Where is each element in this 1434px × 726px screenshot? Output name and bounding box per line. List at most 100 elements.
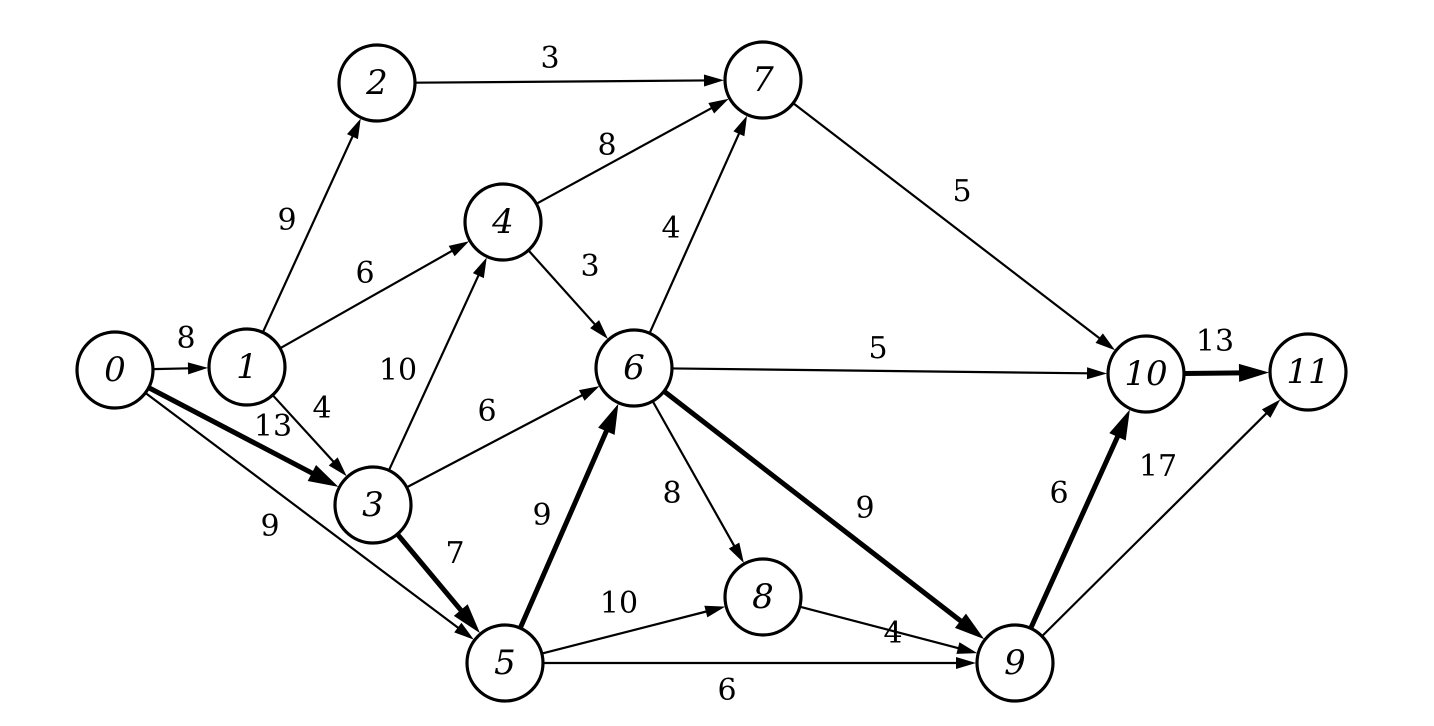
edge-line xyxy=(798,605,961,650)
arrowhead xyxy=(448,241,470,257)
edge-line xyxy=(144,391,461,630)
nodes-layer: 0 1 2 3 4 5 6 7 8 9 10 11 xyxy=(75,40,1348,703)
edge-6-9 xyxy=(661,388,985,640)
edge-weight-label: 3 xyxy=(580,249,599,284)
arrowhead xyxy=(307,465,339,487)
edge-line xyxy=(670,367,1091,375)
arrowhead xyxy=(454,622,474,640)
node-circle xyxy=(207,327,287,407)
edge-7-10 xyxy=(792,102,1116,351)
node-circle xyxy=(337,43,417,123)
node-circle xyxy=(465,623,545,703)
node-label: 2 xyxy=(365,63,388,103)
edge-weight-label: 4 xyxy=(883,616,902,651)
edge-line xyxy=(387,272,481,472)
edge-weight-label: 13 xyxy=(254,409,292,444)
arrowhead xyxy=(733,115,748,137)
edge-line xyxy=(1040,411,1269,638)
edge-weight-label: 8 xyxy=(176,321,195,356)
edge-3-5 xyxy=(394,531,480,634)
arrowhead xyxy=(578,386,600,401)
edge-5-8 xyxy=(540,605,726,655)
edge-1-2 xyxy=(261,118,361,334)
node-2: 2 xyxy=(337,43,417,123)
node-label: 5 xyxy=(494,643,516,683)
edge-8-9 xyxy=(798,605,978,654)
arrowhead xyxy=(728,542,744,564)
edge-line xyxy=(792,102,1102,341)
edge-weight-label: 6 xyxy=(355,256,374,291)
node-circle xyxy=(723,40,803,120)
arrowhead xyxy=(703,74,725,87)
node-circle xyxy=(1106,334,1186,414)
edge-weight-label: 9 xyxy=(260,509,279,544)
edge-weight-label: 9 xyxy=(532,498,551,533)
node-circle xyxy=(975,623,1055,703)
node-7: 7 xyxy=(723,40,803,120)
edge-weight-label: 4 xyxy=(661,211,680,246)
edge-weight-label: 6 xyxy=(717,673,736,708)
arrowhead xyxy=(187,362,209,375)
node-label: 1 xyxy=(236,347,258,387)
edge-4-7 xyxy=(535,98,729,205)
arrowhead xyxy=(590,320,608,339)
node-label: 3 xyxy=(362,485,384,525)
node-8: 8 xyxy=(723,557,803,637)
node-3: 3 xyxy=(333,465,413,545)
arrowhead xyxy=(1238,363,1270,382)
node-10: 10 xyxy=(1106,334,1186,414)
edge-0-1 xyxy=(151,362,209,375)
edge-weight-label: 10 xyxy=(379,353,417,388)
edge-line xyxy=(540,610,709,655)
arrowhead xyxy=(453,604,480,634)
node-circle xyxy=(1268,332,1348,412)
arrowhead xyxy=(472,257,487,279)
node-1: 1 xyxy=(207,327,287,407)
edge-line xyxy=(517,426,610,631)
edge-line xyxy=(151,367,192,371)
edge-10-11 xyxy=(1181,363,1270,382)
edge-weight-label: 8 xyxy=(662,476,681,511)
arrowhead xyxy=(1086,367,1108,380)
node-circle xyxy=(463,182,543,262)
node-label: 8 xyxy=(752,577,774,617)
edge-1-3 xyxy=(271,393,347,477)
node-0: 0 xyxy=(75,330,155,410)
node-label: 0 xyxy=(104,350,126,390)
edge-0-3 xyxy=(146,385,339,487)
edge-weight-label: 6 xyxy=(477,394,496,429)
node-label: 9 xyxy=(1004,643,1026,683)
edge-weight-label: 9 xyxy=(277,203,296,238)
edge-9-10 xyxy=(1028,409,1130,631)
edge-5-6 xyxy=(517,403,619,631)
edge-line xyxy=(648,130,741,335)
edge-weight-label: 13 xyxy=(1196,324,1234,359)
node-4: 4 xyxy=(463,182,543,262)
edge-weight-label: 10 xyxy=(600,586,638,621)
node-label: 6 xyxy=(623,348,645,388)
node-label: 10 xyxy=(1124,354,1167,394)
edge-9-11 xyxy=(1040,399,1281,638)
arrowhead xyxy=(708,98,729,114)
node-label: 4 xyxy=(491,202,514,242)
edge-line xyxy=(413,79,708,84)
node-9: 9 xyxy=(975,623,1055,703)
node-11: 11 xyxy=(1268,332,1348,412)
node-label: 11 xyxy=(1286,352,1329,392)
edge-line xyxy=(1028,432,1121,631)
edge-line xyxy=(535,106,715,205)
edge-line xyxy=(146,385,317,477)
edge-line xyxy=(527,249,598,327)
node-circle xyxy=(333,465,413,545)
node-circle xyxy=(75,330,155,410)
edge-line xyxy=(1181,370,1244,377)
edge-1-4 xyxy=(278,241,470,350)
arrowhead xyxy=(954,613,985,640)
edge-line xyxy=(405,393,585,489)
arrowhead xyxy=(346,118,361,140)
edge-3-6 xyxy=(405,386,600,489)
edge-6-7 xyxy=(648,115,748,335)
edge-line xyxy=(651,400,737,549)
edge-weight-label: 7 xyxy=(445,536,464,571)
